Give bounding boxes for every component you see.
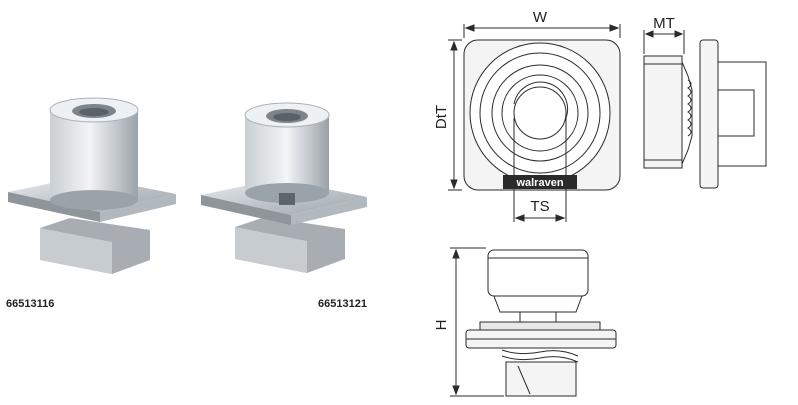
dimension-label-w: W <box>533 9 548 26</box>
brand-text: walraven <box>515 177 563 189</box>
product-code-66513121: 66513121 <box>318 298 367 310</box>
dimension-label-h: H <box>433 320 450 331</box>
dimension-label-ts: TS <box>530 198 549 215</box>
dimension-label-mt: MT <box>653 15 675 32</box>
front-view <box>465 249 617 397</box>
top-view <box>463 39 621 191</box>
product-photo-66513116 <box>8 97 176 274</box>
side-view <box>643 39 767 189</box>
dimension-label-dtt: DtT <box>433 105 450 129</box>
product-photo-66513121 <box>201 102 367 273</box>
product-code-66513116: 66513116 <box>6 298 55 310</box>
